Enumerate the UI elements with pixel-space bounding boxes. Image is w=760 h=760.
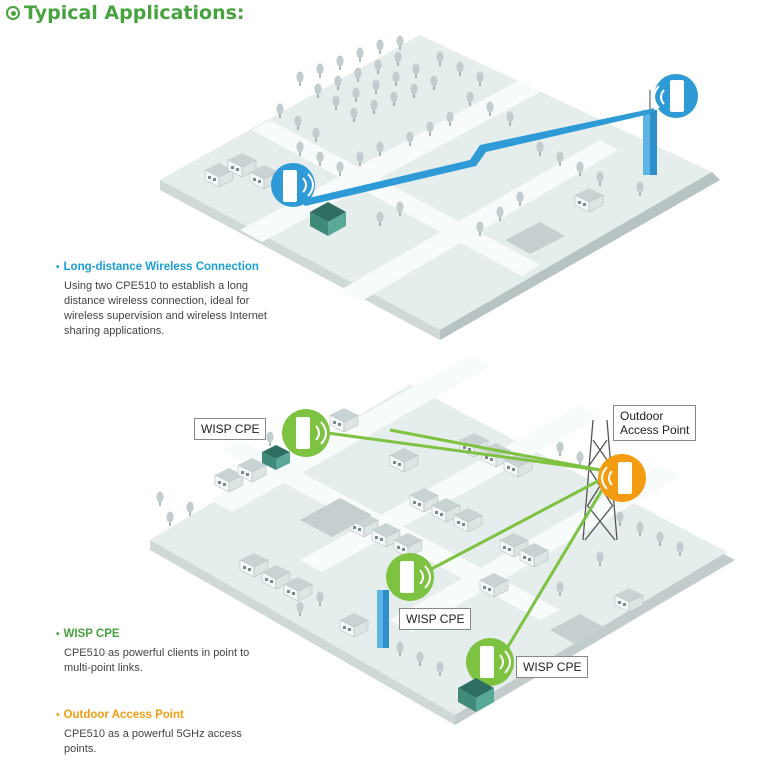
ap-desc: • Outdoor Access Point CPE510 as a power…	[56, 708, 264, 757]
page-title: Typical Applications:	[24, 2, 245, 24]
wisp-cpe-label-3: WISP CPE	[516, 656, 589, 678]
bullet-icon: •	[56, 710, 60, 721]
top-scene	[160, 35, 720, 340]
outdoor-ap-label: Outdoor Access Point	[613, 405, 697, 441]
cpe-device-icon	[466, 638, 514, 686]
wisp-heading: WISP CPE	[63, 628, 120, 640]
cpe-device-icon	[598, 454, 646, 502]
ap-body: CPE510 as a powerful 5GHz access points.	[64, 728, 242, 755]
wisp-desc: • WISP CPE CPE510 as powerful clients in…	[56, 627, 264, 676]
long-distance-desc: • Long-distance Wireless Connection Usin…	[56, 260, 284, 339]
bullet-icon: •	[56, 262, 60, 273]
wisp-cpe-label-1: WISP CPE	[194, 418, 267, 440]
target-bullet-icon	[6, 6, 20, 20]
wireless-link	[300, 108, 655, 206]
cpe-device-icon	[386, 553, 434, 601]
long-distance-body: Using two CPE510 to establish a long dis…	[64, 280, 267, 337]
ap-heading: Outdoor Access Point	[63, 709, 184, 721]
section-header: Typical Applications:	[6, 0, 245, 26]
wisp-body: CPE510 as powerful clients in point to m…	[64, 647, 250, 674]
cpe-device-icon	[653, 74, 698, 118]
wisp-cpe-label-2: WISP CPE	[399, 608, 472, 630]
wireless-link	[319, 428, 607, 661]
long-distance-heading: Long-distance Wireless Connection	[63, 261, 259, 273]
cpe-device-icon	[271, 163, 315, 207]
bottom-scene	[150, 355, 735, 725]
cpe-device-icon	[282, 409, 330, 457]
bullet-icon: •	[56, 629, 60, 640]
